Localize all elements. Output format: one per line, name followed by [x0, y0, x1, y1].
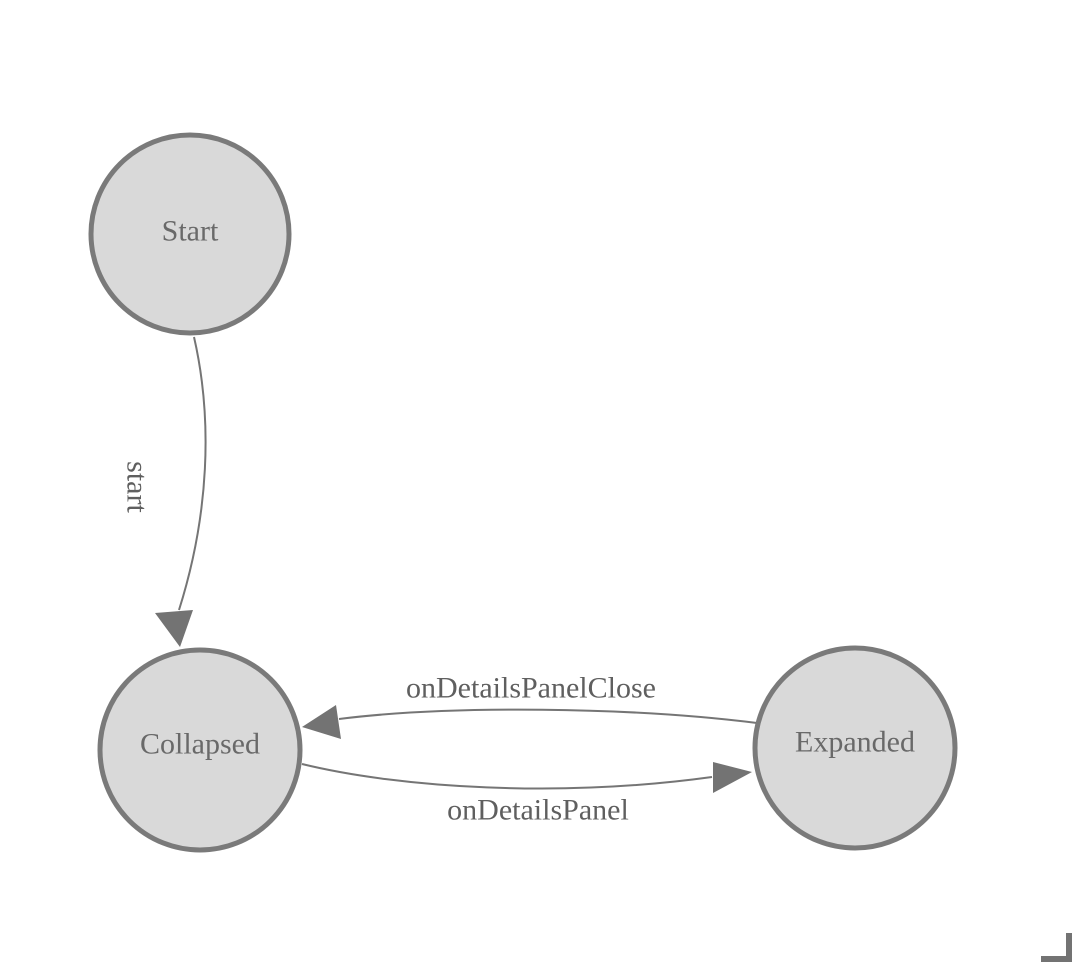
state-node-start[interactable]: Start	[88, 132, 292, 336]
edge-line-collapsed-to-expanded	[301, 763, 713, 790]
canvas-corner-mark	[1041, 933, 1072, 962]
state-label-collapsed: Collapsed	[140, 728, 260, 761]
edge-label-ondetailspanelclose: onDetailsPanelClose	[406, 672, 656, 705]
arrowhead-expanded-to-collapsed	[302, 705, 341, 739]
edge-expanded-to-collapsed: onDetailsPanelClose	[302, 672, 758, 739]
edge-label-start: start	[121, 461, 154, 513]
edge-collapsed-to-expanded: onDetailsPanel	[301, 762, 752, 827]
state-circle-start[interactable]	[88, 132, 292, 336]
edge-line-start-to-collapsed	[178, 336, 207, 611]
arrowhead-collapsed-to-expanded	[713, 762, 752, 793]
edge-line-expanded-to-collapsed	[338, 708, 758, 724]
state-node-collapsed[interactable]: Collapsed	[97, 647, 303, 853]
state-node-expanded[interactable]: Expanded	[752, 645, 958, 851]
state-label-expanded: Expanded	[795, 726, 915, 759]
edge-label-ondetailspanel: onDetailsPanel	[447, 794, 629, 827]
edge-start-to-collapsed: start	[121, 336, 207, 647]
arrowhead-start-to-collapsed	[155, 610, 193, 647]
state-circle-expanded[interactable]	[752, 645, 958, 851]
state-label-start: Start	[162, 215, 219, 248]
state-circle-collapsed[interactable]	[97, 647, 303, 853]
